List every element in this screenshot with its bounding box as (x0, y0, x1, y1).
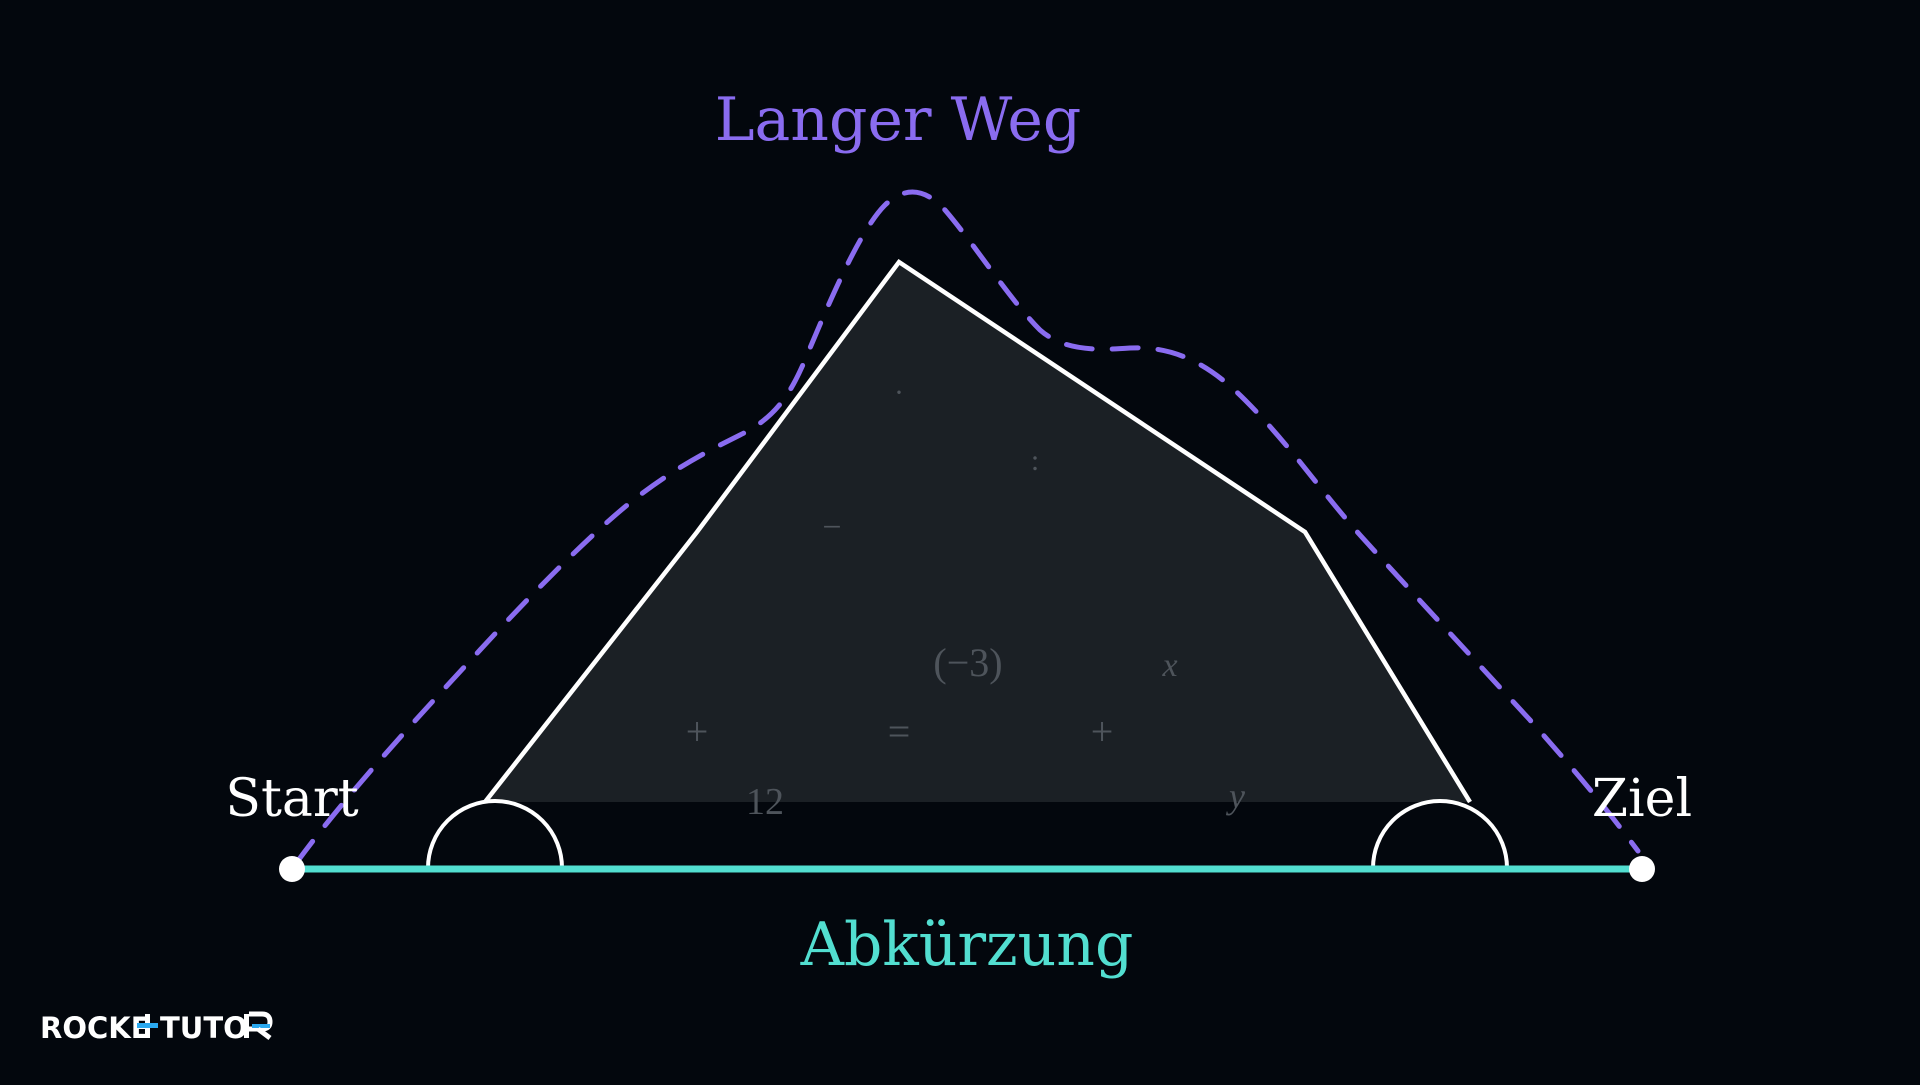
shortcut-label: Abkürzung (800, 910, 1134, 980)
start-label: Start (225, 769, 358, 829)
polygon-region (485, 262, 1470, 802)
twelve-symbol: 12 (746, 781, 784, 823)
rocket-tutor-logo: ROCKE TUTO (40, 1011, 273, 1045)
colon-symbol: : (1031, 444, 1039, 477)
angle-arc-left (426, 799, 564, 869)
plus-symbol-right: + (1091, 709, 1114, 754)
goal-point (1629, 856, 1655, 882)
polygon-outline (483, 258, 1472, 804)
equals-symbol: = (888, 709, 911, 754)
plus-symbol-left: + (686, 709, 709, 754)
neg-three-symbol: (−3) (933, 640, 1002, 685)
long-path-dashed-line (294, 189, 1641, 865)
logo-text-part1: ROCKE (40, 1011, 151, 1045)
minus-symbol: − (822, 509, 841, 546)
logo-plus-icon (137, 1014, 158, 1038)
start-point (279, 856, 305, 882)
math-symbols-group: ·: − (−3) x + = +12 y (686, 376, 1245, 823)
dot-symbol: · (894, 376, 904, 409)
logo-r-icon (244, 1011, 273, 1040)
long-path-label: Langer Weg (715, 85, 1082, 155)
x-symbol: x (1161, 647, 1177, 684)
angle-arc-right (1371, 799, 1509, 869)
y-symbol: y (1226, 776, 1245, 816)
goal-label: Ziel (1592, 769, 1692, 829)
logo-text-part2: TUTO (160, 1011, 248, 1045)
